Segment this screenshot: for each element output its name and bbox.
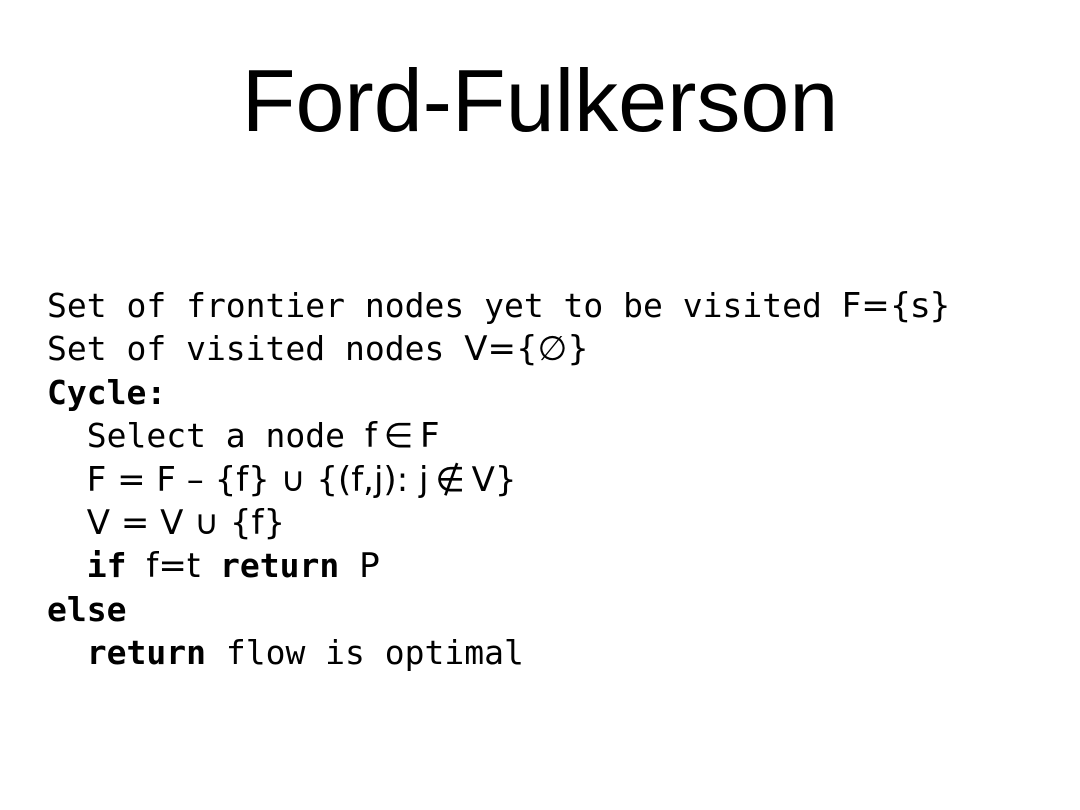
code-segment: Set of visited nodes <box>47 329 465 369</box>
code-line: Select a node f ∈ F <box>47 414 951 457</box>
code-line: if f=t return P <box>47 544 951 587</box>
code-segment: P <box>359 546 380 587</box>
code-segment: f=t <box>146 546 201 587</box>
code-line: Set of frontier nodes yet to be visited … <box>47 284 951 327</box>
code-line: return flow is optimal <box>47 631 951 674</box>
code-segment: if <box>86 546 127 586</box>
code-line: else <box>47 588 951 631</box>
code-segment: Select a node <box>47 416 365 456</box>
code-segment <box>47 546 87 585</box>
code-segment: flow is optimal <box>205 633 524 673</box>
code-segment: f ∈ F <box>364 416 440 457</box>
code-segment <box>47 633 87 672</box>
code-line: Set of visited nodes V={∅} <box>47 327 951 370</box>
code-line: Cycle: <box>47 371 951 414</box>
code-segment <box>200 546 220 585</box>
code-segment: Cycle: <box>47 372 167 412</box>
code-segment: V = V ∪ {f} <box>86 502 286 543</box>
code-segment <box>47 460 87 499</box>
code-segment: else <box>47 589 127 629</box>
code-segment: return <box>86 633 206 673</box>
code-segment: Set of frontier nodes yet to be visited <box>47 286 842 325</box>
code-segment <box>127 546 147 585</box>
code-line: F = F – {f} ∪ {(f,j): j ∉ V} <box>47 458 951 501</box>
code-line: V = V ∪ {f} <box>47 501 951 544</box>
pseudocode-block: Set of frontier nodes yet to be visited … <box>47 284 951 675</box>
code-segment <box>339 546 359 585</box>
slide-title: Ford-Fulkerson <box>241 51 839 150</box>
code-segment: return <box>220 546 340 586</box>
code-segment: V={∅} <box>464 329 589 370</box>
code-segment: F = F – {f} ∪ {(f,j): j ∉ V} <box>86 459 517 500</box>
code-segment: F={s} <box>841 286 951 326</box>
code-segment <box>47 503 87 542</box>
